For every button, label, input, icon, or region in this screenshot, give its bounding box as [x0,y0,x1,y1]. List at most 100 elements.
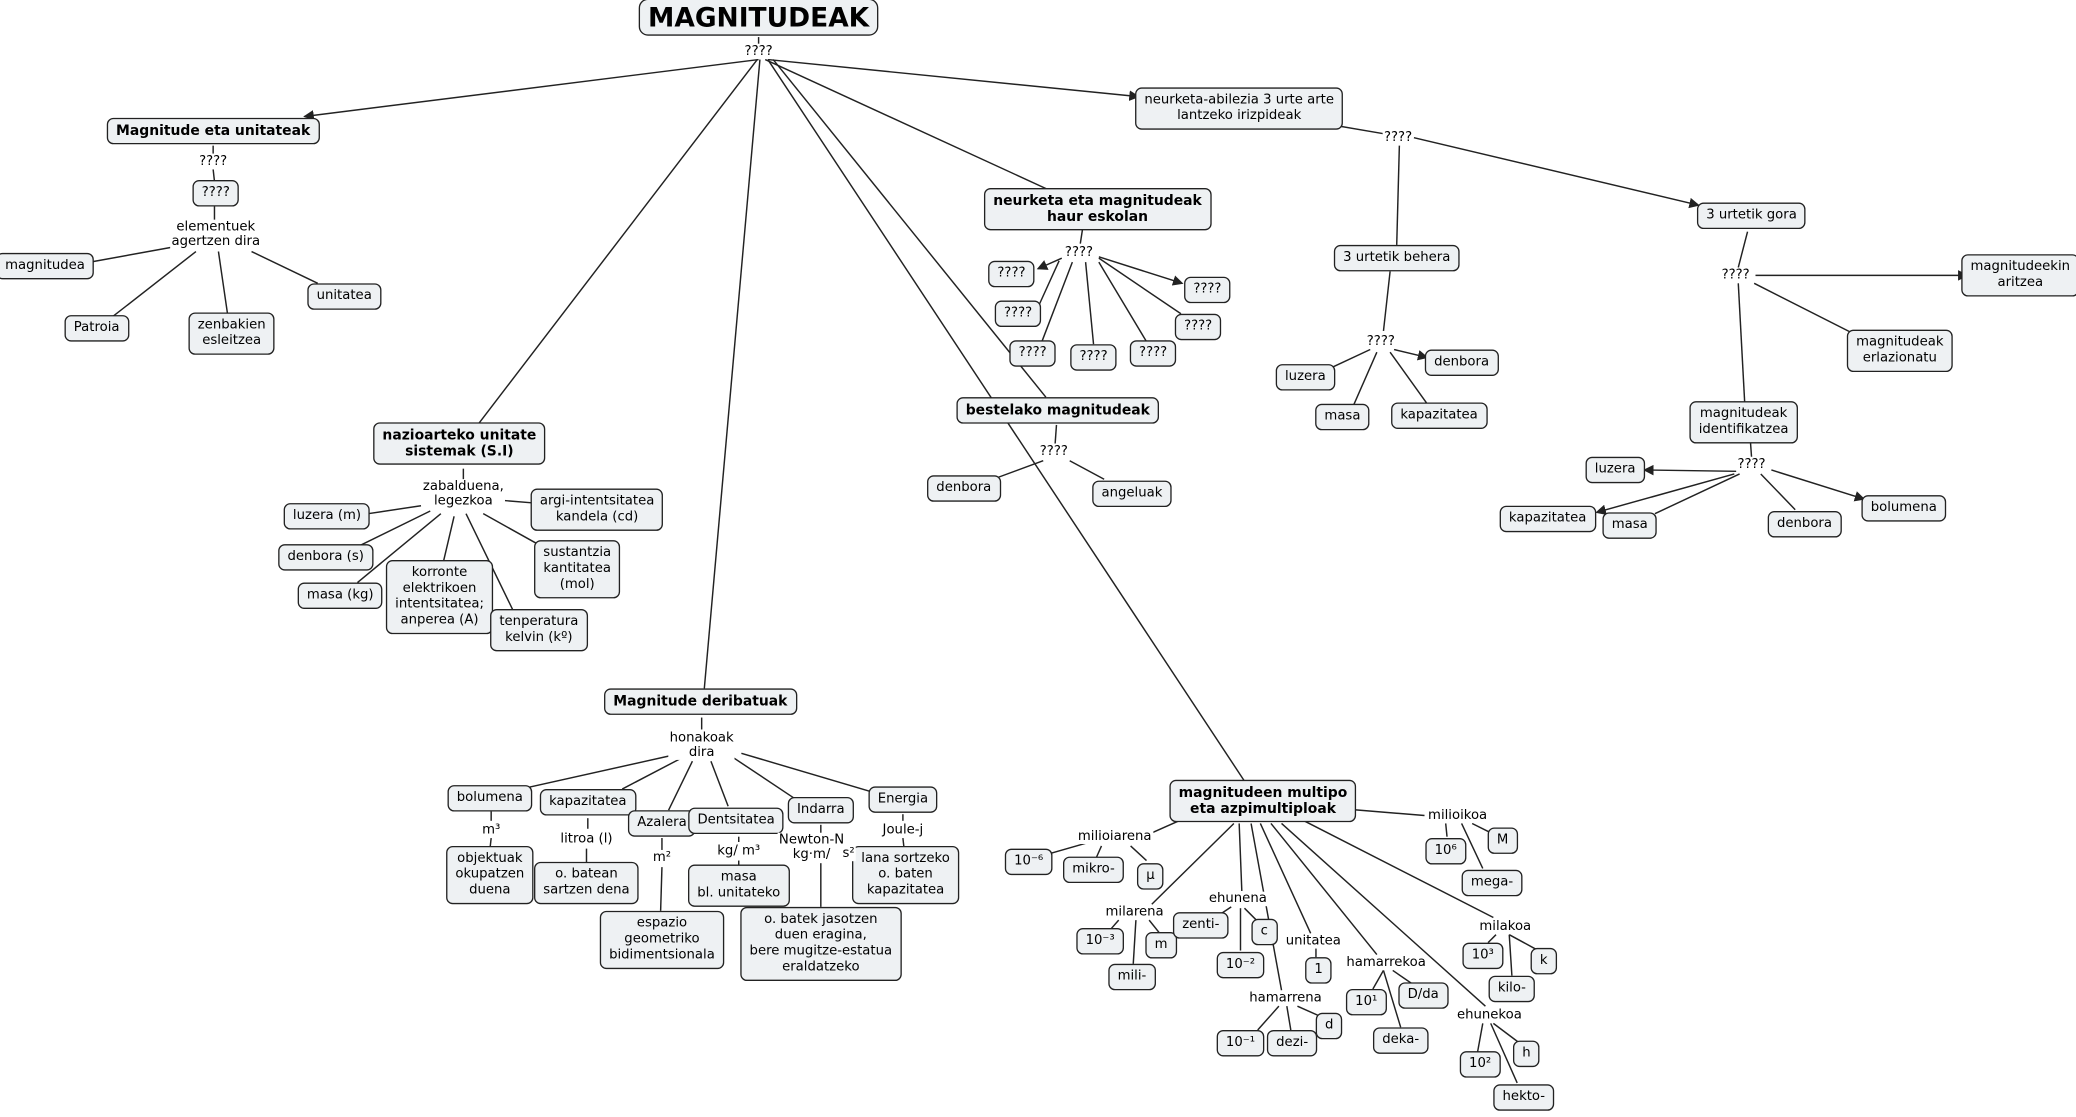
node-objektuak-okupatzen-duena: objektuak okupatzen duena [446,845,534,905]
connector-line [772,59,1047,398]
node-o-batean-sartzen-dena: o. batean sartzen dena [534,861,639,905]
connector-line [1259,823,1312,934]
connector-line [1460,823,1484,869]
node-symbol: µ [1136,863,1164,890]
node-unitatea: unitatea [307,283,382,310]
node-prefix: mega- [1461,869,1523,897]
connector-line [1508,934,1539,952]
node-denbora: denbora [1767,511,1842,538]
connector-line [1281,822,1486,1007]
connector-line [1372,970,1385,990]
connector-line [1069,460,1105,480]
link-label-prefix-name: ehunena [1207,891,1269,907]
node-symbol: D/da [1398,982,1449,1009]
connector-line [1048,842,1086,855]
node-question: ???? [988,260,1035,288]
connector-line [1151,822,1235,905]
arrow-connector [1595,473,1735,515]
node-magnitudeak-identifikatzea: magnitudeak identifikatzea [1689,401,1798,444]
connector-line [1038,260,1060,305]
node-sustantzia-kantitatea: sustantzia kantitatea (mol) [534,540,621,599]
node-angeluak: angeluak [1092,480,1172,508]
connector-line [1395,145,1401,245]
arrow-connector [1642,464,1737,476]
node-power-value: 1 [1305,957,1333,984]
node-denbora: denbora [927,475,1001,502]
node-o-batek-jasotzen: o. batek jasotzen duen eragina, bere mug… [740,906,902,982]
connector-line [1760,473,1796,511]
connector-line [1343,808,1425,817]
connector-line [217,251,229,316]
connector-line [442,516,455,562]
node-question: ???? [1129,340,1177,367]
connector-line [741,752,872,793]
node-bolumena: bolumena [1861,495,1947,522]
node-luzera: luzera [1585,456,1645,484]
link-label-prefix-name: milarena [1104,904,1165,920]
node-symbol: c [1251,918,1278,946]
link-label: ???? [197,154,229,169]
node-magnitude-eta-unitateak: Magnitude eta unitateak [106,117,320,145]
connector-line [730,755,795,799]
node-3-urtetik-gora: 3 urtetik gora [1696,202,1807,230]
connector-line [710,760,729,807]
node-question: ???? [1174,313,1222,341]
node-symbol: h [1512,1040,1540,1068]
connector-line [667,760,694,811]
node-luzera: luzera [1275,364,1335,391]
node-neurketa-eta-magnitudeak-haur-eskolan: neurketa eta magnitudeak haur eskolan [983,187,1212,231]
connector-line [359,510,431,547]
connector-line [764,58,1060,196]
arrow-connector [767,58,1140,101]
main-title: MAGNITUDEAK [638,0,879,36]
connector-line [1330,348,1371,369]
link-label: ???? [1365,334,1397,349]
node-power-value: 10⁻¹ [1216,1029,1265,1057]
connector-line [110,250,197,319]
node-espazio-geometriko: espazio geometriko bidimentsionala [599,910,725,970]
node-prefix: deka- [1372,1027,1429,1054]
connector-line [1654,473,1740,515]
link-label-root: ???? [743,44,774,59]
connector-line [659,867,663,911]
arrow-connector [303,58,759,121]
node-prefix: hekto- [1493,1084,1555,1111]
connector-line [367,505,422,515]
connector-line [1389,351,1428,405]
link-label-unit: Joule-j [881,822,925,838]
link-label-zabalduena-legezkoa: zabalduena, legezkoa [421,479,506,509]
link-label-prefix-name: milakoa [1478,919,1533,935]
node-power-value: 10⁻² [1216,951,1265,979]
node-power-value: 10¹ [1345,988,1387,1016]
arrow-connector [1413,136,1700,209]
node-lana-sortzeko: lana sortzeko o. baten kapazitatea [852,845,960,905]
node-symbol: m [1145,932,1177,959]
node-masa: masa [1602,512,1658,539]
node-symbol: k [1530,947,1557,975]
node-prefix: kilo- [1488,975,1536,1003]
connector-line [212,169,216,182]
node-prefix: dezi- [1266,1029,1318,1057]
link-label-prefix-name: milioikoa [1426,808,1489,823]
node-bestelako-magnitudeak: bestelako magnitudeak [956,397,1160,424]
link-label-unit: kg/ m³ [715,843,762,859]
link-label-prefix-name: ehunekoa [1455,1008,1524,1023]
connector-line [503,499,535,504]
node-masa: masa [1315,403,1370,431]
connector-line [1270,823,1378,955]
node-neurketa-abilezia: neurketa-abilezia 3 urte arte lantzeko i… [1135,87,1344,130]
node-power-value: 10⁶ [1425,838,1467,865]
link-label-unit: Newton-N kg·m/ [777,832,846,862]
link-label: ???? [1063,245,1095,261]
link-label-honakoak-dira: honakoak dira [668,730,736,760]
node-kapazitatea: kapazitatea [1391,402,1488,429]
connector-line [1737,283,1746,407]
connector-line [1098,257,1182,315]
connector-line [1352,351,1378,407]
link-label-prefix-name: hamarrena [1247,990,1324,1006]
link-label-prefix-name: hamarrekoa [1345,955,1428,970]
node-argi-intentsitatea: argi-intentsitatea kandela (cd) [530,488,664,531]
connector-line [1490,1023,1518,1084]
node-3-urtetik-behera: 3 urtetik behera [1333,244,1460,272]
node-dentsitatea: Dentsitatea [688,807,784,835]
